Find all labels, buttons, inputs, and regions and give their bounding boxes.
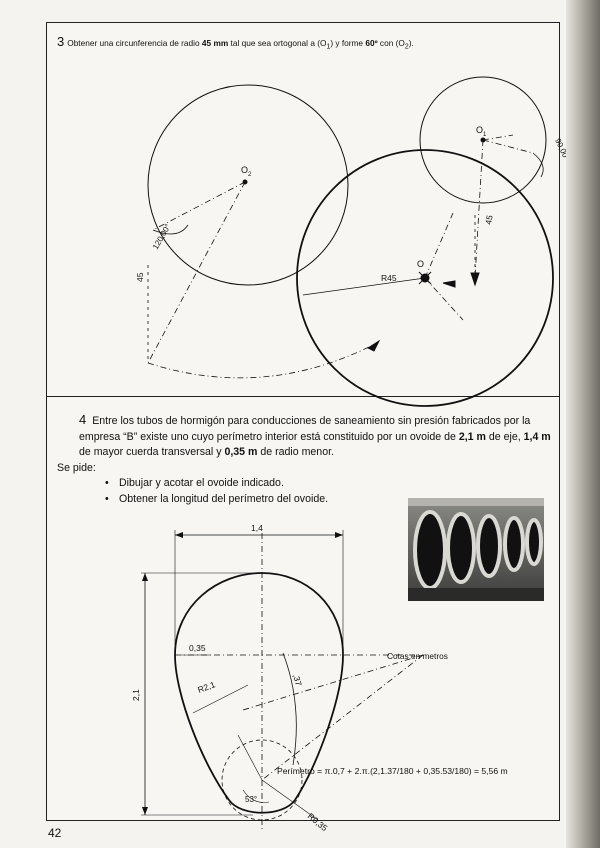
dim-height: 2,1 (131, 689, 141, 701)
problem-3-number: 3 (57, 34, 65, 49)
units-note: Cotas en metros (387, 651, 448, 661)
label-o1: O (476, 125, 483, 135)
task-list: Dibujar y acotar el ovoide indicado. Obt… (57, 476, 557, 507)
dim-r035: R0,35 (306, 811, 330, 833)
problem-4-paragraph: 4 Entre los tubos de hormigón para condu… (79, 412, 551, 458)
label-o: O (417, 259, 424, 269)
label-r45: R45 (381, 273, 397, 283)
task-item: Dibujar y acotar el ovoide indicado. (105, 476, 557, 492)
circle-o2 (147, 84, 349, 286)
ovoid-outline (174, 572, 344, 814)
problem-4-number: 4 (79, 412, 87, 427)
svg-text:1: 1 (483, 132, 487, 138)
label-dim45-right: 45 (483, 214, 495, 225)
dim-r037: ,37 (291, 673, 304, 687)
dim-width: 1,4 (251, 523, 263, 533)
page-number: 42 (48, 826, 62, 840)
se-pide-label: Se pide: (57, 461, 96, 474)
book-binding-shadow (566, 0, 600, 848)
circle-solution (296, 149, 554, 407)
label-dim45-left: 45 (135, 272, 145, 282)
perimeter-formula: Perímetro = π.0,7 + 2.π.(2,1.37/180 + 0,… (277, 766, 508, 776)
ovoid-pipes-photo (408, 498, 544, 601)
section-divider (47, 396, 559, 397)
circle-o1 (419, 76, 547, 204)
small-arc-circle (221, 739, 303, 821)
task-item: Obtener la longitud del perímetro del ov… (105, 492, 557, 508)
dim-r21: R2,1 (196, 679, 217, 695)
problem-4-statement: 4 Entre los tubos de hormigón para condu… (57, 412, 557, 507)
svg-text:2: 2 (248, 172, 252, 178)
dim-offset: 0,35 (189, 643, 206, 653)
technical-drawings: O 2 O 1 O R45 45 45 120,00° 90,00° 1,4 2… (131, 76, 571, 833)
label-o2: O (241, 165, 248, 175)
dim-ang53: 53° (245, 795, 257, 804)
